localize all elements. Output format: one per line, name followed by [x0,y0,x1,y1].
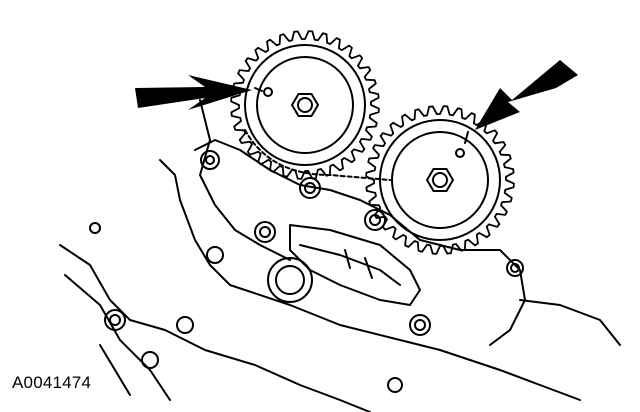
right-cam-timing-line [464,131,469,144]
bolt-boss [254,221,276,243]
channel-inner-line [344,249,351,269]
bolt-boss [267,257,313,303]
left-cam-sprocket-hub [244,44,366,166]
bolt-boss [104,309,126,331]
bolt-boss [506,259,524,277]
bolt-boss [141,351,159,369]
bolt-boss [206,246,224,264]
right-cam-bolt [432,172,448,188]
left-pointer-arrow [135,75,252,110]
bolt-boss [89,222,101,234]
engine-block-outline [159,159,581,401]
engine-block-outline [519,299,621,346]
left-cam-bolt-head [291,93,319,117]
bolt-boss [299,177,321,199]
bolt-boss [510,263,520,273]
right-cam-sprocket-hub [391,131,489,229]
bolt-boss [109,314,121,326]
timing-chain [244,129,391,181]
figure-id-label: A0041474 [12,373,92,392]
right-cam-bolt-head [426,168,454,192]
bolt-boss [176,316,194,334]
left-cam-timing-mark [263,87,273,97]
bolt-boss [364,209,386,231]
bolt-boss [205,155,215,165]
left-cam-sprocket-hub [256,56,354,154]
bolt-boss [304,182,316,194]
engine-block-outline [99,344,131,396]
right-cam-sprocket [365,105,515,255]
channel-inner-line [364,257,373,279]
engine-block-outline [64,274,171,401]
engine-block-outline [194,139,526,346]
bolt-boss [414,319,426,331]
left-cam-sprocket [230,30,380,180]
bolt-boss [259,226,271,238]
right-cam-timing-mark [455,148,465,158]
engine-block-outline [59,244,371,412]
left-cam-bolt [297,97,313,113]
left-cam-timing-line [254,87,263,92]
bolt-boss [387,377,403,393]
bolt-boss [275,265,305,295]
engine-block-outline [199,99,291,261]
bolt-boss [200,150,220,170]
bolt-boss [409,314,431,336]
right-cam-sprocket-hub [379,119,501,241]
channel-inner-line [299,244,401,286]
right-pointer-arrow [475,60,578,130]
